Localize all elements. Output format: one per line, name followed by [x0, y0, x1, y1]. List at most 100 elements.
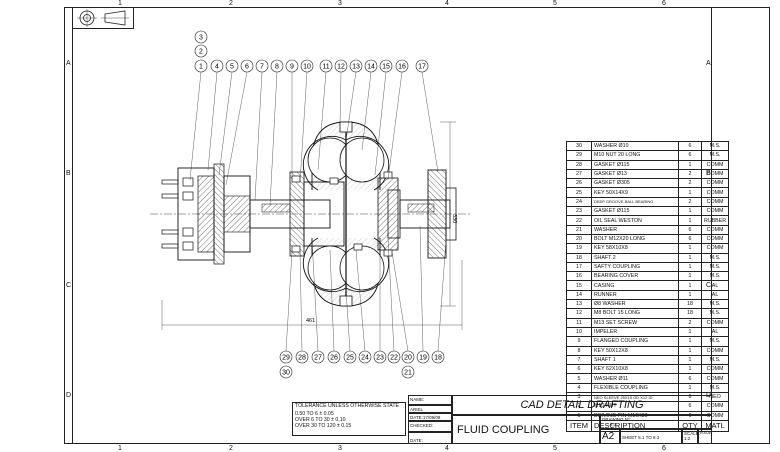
- bom-desc: GASKET Ø115: [591, 206, 679, 217]
- bom-qty: 1: [678, 280, 702, 291]
- bom-item: 30: [566, 140, 592, 152]
- bom-qty: 2: [678, 196, 702, 208]
- scale-box: SCALE: 1:2: [682, 429, 701, 444]
- item-balloon: 19: [416, 225, 430, 364]
- bom-item: 12: [566, 308, 592, 319]
- item-balloon: 28: [295, 249, 309, 364]
- bom-matl: M.S.: [700, 308, 730, 319]
- bom-desc: KEY 62X10X8: [591, 364, 679, 375]
- bom-desc: BOLT M12X20 LONG: [591, 233, 679, 245]
- item-balloon-number: 20: [404, 354, 412, 361]
- bom-matl: COMM: [700, 178, 730, 189]
- scale-value: 1:2: [684, 436, 691, 441]
- bom-qty: 1: [678, 252, 702, 263]
- bom-matl: COMM: [700, 233, 730, 245]
- date2-label: DATE:: [408, 432, 452, 444]
- bom-item: 27: [566, 168, 592, 180]
- casing-bolts: [291, 171, 393, 257]
- item-balloon: 22: [387, 237, 401, 364]
- safety-coupling-hub: [445, 187, 457, 241]
- tolerance-line-1: TOLERANCE UNLESS OTHERWISE STATE: [295, 403, 399, 409]
- bom-item: 7: [566, 354, 592, 366]
- name-label: NAME:: [408, 395, 452, 405]
- bom-desc: FLANGED COUPLING: [591, 336, 679, 347]
- item-balloon: 14: [361, 59, 378, 151]
- bom-matl: M.S.: [700, 382, 730, 394]
- bom-desc: RUNNER: [591, 289, 679, 301]
- zone-row-d: D: [66, 392, 72, 399]
- bom-qty: 1: [678, 382, 702, 394]
- bom-qty: 2: [678, 168, 702, 180]
- bom-item: 25: [566, 187, 592, 198]
- bom-matl: M.S.: [700, 252, 730, 263]
- bom-qty: 1: [678, 243, 702, 254]
- bom-item: 21: [566, 224, 592, 235]
- bom-item: 8: [566, 345, 592, 356]
- drawing-no-label: DRAWING Nº:: [602, 417, 631, 422]
- item-balloon-number: 26: [330, 354, 338, 361]
- bom-desc: KEY 58X10X8: [591, 243, 679, 254]
- bom-matl: M.S.: [700, 299, 730, 310]
- item-balloon-number: 19: [419, 354, 427, 361]
- zone-row-b: B: [66, 170, 71, 177]
- length-dimension: 461: [306, 318, 315, 324]
- bom-item: 24: [566, 196, 592, 208]
- zone-col-6-bottom: 6: [662, 445, 666, 452]
- bom-item: 28: [566, 159, 592, 170]
- item-balloon-number: 22: [390, 354, 398, 361]
- zone-col-5: 5: [553, 0, 557, 7]
- bom-qty: 1: [678, 345, 702, 356]
- bottom-casing-bolt: [339, 295, 353, 307]
- bom-matl: M.S.: [700, 336, 730, 347]
- tolerance-line-3: OVER 6 TO 30 ± 0.10: [295, 416, 346, 423]
- bom-desc: M8 BOLT 15 LONG: [591, 308, 679, 319]
- bom-desc: WASHER Ø11: [591, 373, 679, 384]
- bom-item: 26: [566, 178, 592, 189]
- bom-qty: 1: [678, 354, 702, 366]
- bom-item: 16: [566, 271, 592, 282]
- bom-qty: 18: [678, 308, 702, 319]
- bom-qty: 1: [678, 364, 702, 375]
- item-balloon: 26: [327, 249, 341, 364]
- item-balloon-number: 12: [337, 63, 345, 70]
- bom-matl: COMM: [700, 168, 730, 180]
- bom-desc: IMPELER: [591, 326, 679, 338]
- bom-desc: SAFTY COUPLING: [591, 261, 679, 273]
- item-balloon: 11: [317, 59, 333, 171]
- bom-item: 13: [566, 299, 592, 310]
- bom-matl: AL: [700, 280, 730, 291]
- item-balloon-number: 2: [199, 48, 203, 55]
- sheet-size: A2: [600, 429, 620, 444]
- bom-item: 4: [566, 382, 592, 394]
- item-balloon-number: 29: [282, 354, 290, 361]
- zone-row-c: C: [66, 282, 72, 289]
- bom-matl: COMM: [700, 373, 730, 384]
- bom-qty: 1: [678, 215, 702, 226]
- item-balloon: 20: [391, 251, 415, 364]
- bom-qty: 18: [678, 299, 702, 310]
- issue-label: ISSUE:: [698, 429, 712, 444]
- item-balloon: 16: [387, 59, 409, 181]
- bom-matl: COMM: [700, 364, 730, 375]
- scale-label: SCALE:: [684, 431, 701, 436]
- item-balloon-number: 6: [245, 63, 249, 70]
- item-balloon-number: 27: [314, 354, 322, 361]
- bom-qty: 1: [678, 271, 702, 282]
- bom-desc: BEARING COVER: [591, 271, 679, 282]
- bearing: [387, 189, 401, 239]
- zone-col-6: 6: [662, 0, 666, 7]
- bom-matl: RUBBER: [700, 215, 730, 226]
- zone-col-1-bottom: 1: [118, 445, 122, 452]
- item-balloon-number: 4: [215, 63, 219, 70]
- bom-matl: M.S.: [700, 261, 730, 273]
